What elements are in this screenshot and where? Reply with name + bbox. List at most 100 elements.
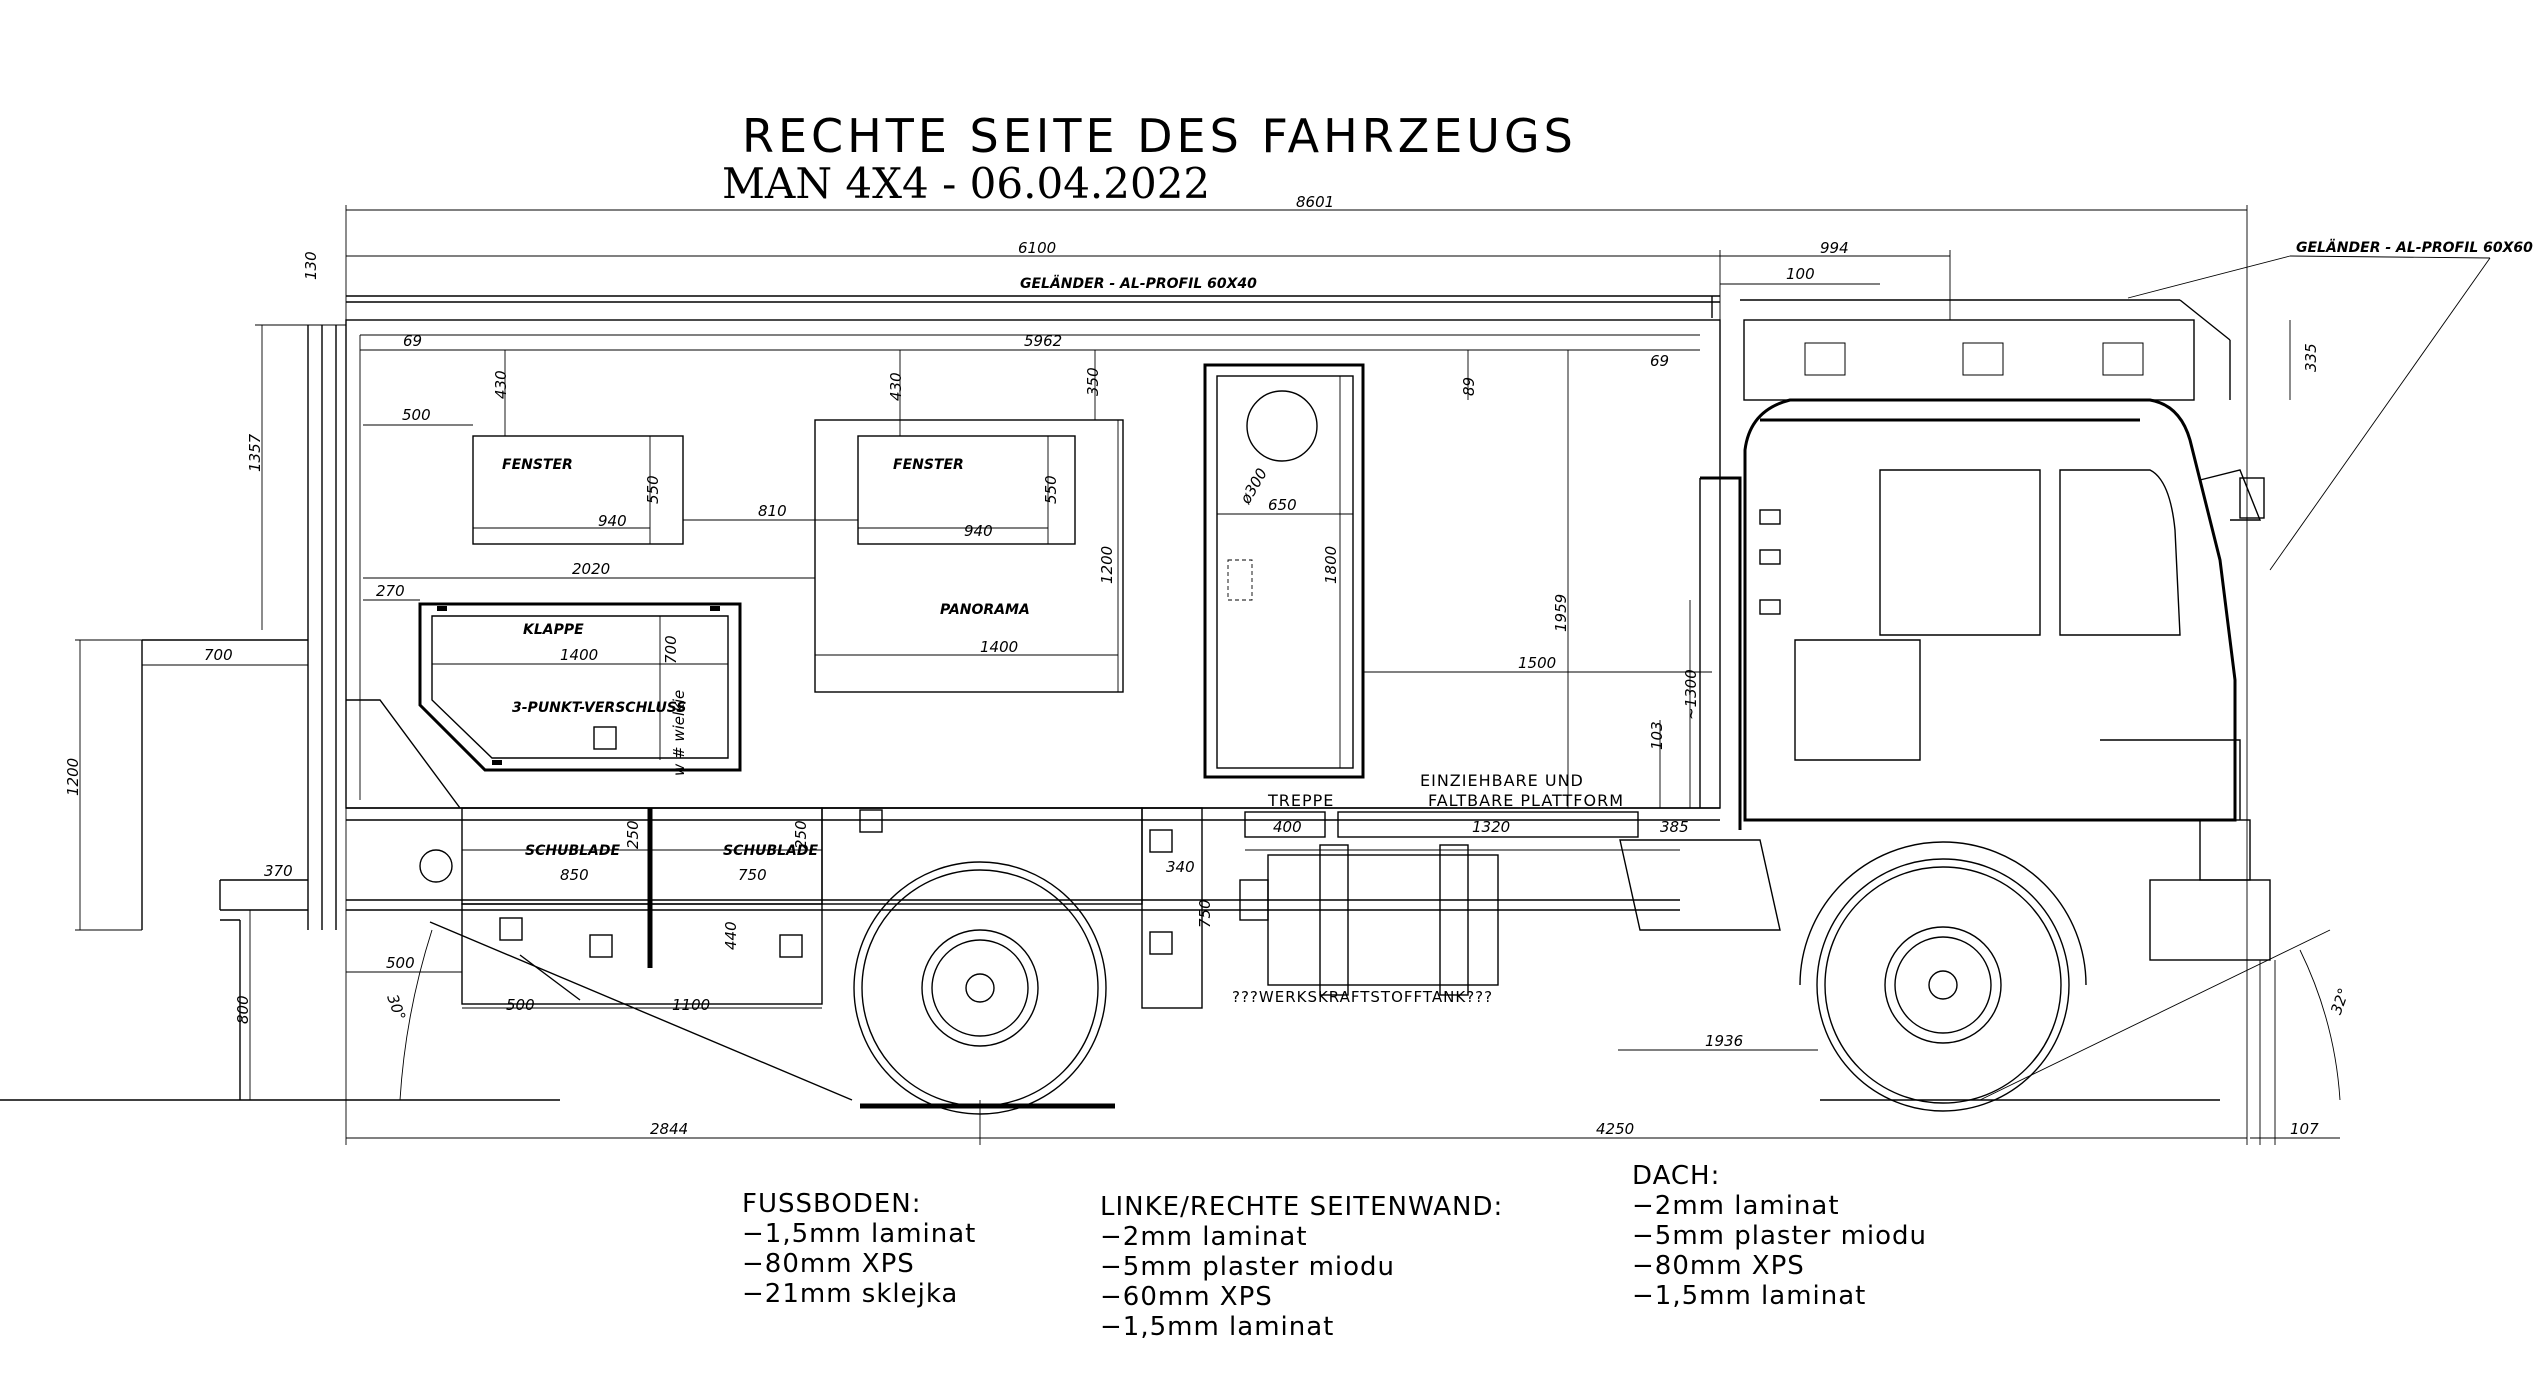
dim-window-gap: 810 xyxy=(758,502,787,520)
dim-angle-front: 32° xyxy=(2327,986,2353,1017)
dim-cab-front: 994 xyxy=(1820,239,1849,257)
dim-drawer-750: 750 xyxy=(738,866,767,884)
window-1 xyxy=(363,350,684,545)
notes-floor: FUSSBODEN: −1,5mm laminat −80mm XPS −21m… xyxy=(742,1189,976,1309)
notes-floor-line-3: −21mm sklejka xyxy=(742,1279,958,1309)
dim-span-270: 270 xyxy=(376,582,405,600)
panorama-window xyxy=(814,350,1124,693)
notes-walls-heading: LINKE/RECHTE SEITENWAND: xyxy=(1100,1192,1503,1222)
dim-front-107: 107 xyxy=(2290,1120,2319,1138)
dim-box-500: 500 xyxy=(506,996,535,1014)
dim-box-1100: 1100 xyxy=(672,996,710,1014)
label-tank: ???WERKSKRAFTSTOFFTANK??? xyxy=(1232,988,1493,1006)
label-platform-2: FALTBARE PLATTFORM xyxy=(1428,791,1624,810)
dim-box-340: 340 xyxy=(1166,858,1195,876)
label-drawer-1: SCHUBLADE xyxy=(525,843,620,859)
dim-cab-offset: 100 xyxy=(1786,265,1815,283)
dim-385: 385 xyxy=(1660,818,1689,836)
front-wheel xyxy=(1799,841,2220,1112)
steps-treppe xyxy=(1244,811,1680,851)
dim-left-1357: 1357 xyxy=(246,433,264,472)
dim-side-500: 500 xyxy=(386,954,415,972)
rear-extension xyxy=(0,324,560,1101)
dim-pano-height: 1200 xyxy=(1098,546,1116,584)
dim-height-103: 103 xyxy=(1648,721,1666,750)
notes-walls: LINKE/RECHTE SEITENWAND: −2mm laminat −5… xyxy=(1100,1192,1503,1342)
dim-width-1500: 1500 xyxy=(1518,654,1556,672)
truck-cab xyxy=(1619,398,2271,961)
drawing-subtitle: MAN 4X4 - 06.04.2022 xyxy=(722,159,1210,208)
notes-floor-line-1: −1,5mm laminat xyxy=(742,1219,976,1249)
dim-body-length: 6100 xyxy=(1018,239,1056,257)
dim-wheelbase-rear: 2844 xyxy=(650,1120,688,1138)
label-rail-body: GELÄNDER - AL-PROFIL 60X40 xyxy=(1020,275,1257,292)
dim-win1-height: 550 xyxy=(644,475,662,504)
dim-box-750: 750 xyxy=(1196,899,1214,928)
label-tv-hint: w # wielkie xyxy=(670,690,688,776)
label-drawer-2: SCHUBLADE xyxy=(723,843,818,859)
notes-roof-heading: DACH: xyxy=(1632,1161,1720,1191)
dim-door-width: 650 xyxy=(1268,496,1297,514)
notes-walls-line-3: −60mm XPS xyxy=(1100,1282,1273,1312)
flap-klappe xyxy=(418,602,742,772)
dim-height-1959: 1959 xyxy=(1552,594,1570,632)
dim-top-offset-3: 350 xyxy=(1084,367,1102,396)
dim-drawer-250b: 250 xyxy=(792,820,810,849)
dim-door-height: 1800 xyxy=(1322,546,1340,584)
dim-ext-700: 700 xyxy=(204,646,233,664)
dim-flap-width: 1400 xyxy=(560,646,598,664)
dim-win1-width: 940 xyxy=(598,512,627,530)
dim-total-length: 8601 xyxy=(1296,193,1334,211)
dim-drawer-850: 850 xyxy=(560,866,589,884)
body-rail xyxy=(346,295,1720,318)
dim-pano-width: 1400 xyxy=(980,638,1018,656)
dim-roof-335: 335 xyxy=(2302,343,2320,372)
dim-box-440: 440 xyxy=(722,921,740,950)
fuel-tank xyxy=(1239,844,1499,996)
dim-inner-left: 69 xyxy=(403,332,422,350)
dim-top-offset-1: 430 xyxy=(492,370,510,399)
notes-walls-line-4: −1,5mm laminat xyxy=(1100,1312,1334,1342)
notes-roof-line-4: −1,5mm laminat xyxy=(1632,1281,1866,1311)
label-window-1: FENSTER xyxy=(502,457,573,473)
dim-span-2020: 2020 xyxy=(572,560,610,578)
dim-win1-left: 500 xyxy=(402,406,431,424)
dim-rail-height: 130 xyxy=(302,251,320,280)
wheelbase-dimensions xyxy=(346,929,2341,1145)
dim-top-offset-4: 89 xyxy=(1460,377,1478,396)
dim-approx-1300: ~1300 xyxy=(1682,669,1700,720)
living-box xyxy=(345,319,1721,821)
dim-inner-right: 69 xyxy=(1650,352,1669,370)
notes-walls-line-1: −2mm laminat xyxy=(1100,1222,1308,1252)
notes-roof: DACH: −2mm laminat −5mm plaster miodu −8… xyxy=(1632,1161,1927,1311)
dim-1936: 1936 xyxy=(1705,1032,1743,1050)
label-platform-1: EINZIEHBARE UND xyxy=(1420,771,1584,790)
dim-win2-width: 940 xyxy=(964,522,993,540)
underbody-storage xyxy=(346,807,1680,1101)
label-stairs: TREPPE xyxy=(1267,791,1334,810)
dim-wheelbase: 4250 xyxy=(1596,1120,1634,1138)
notes-roof-line-2: −5mm plaster miodu xyxy=(1632,1221,1927,1251)
label-window-2: FENSTER xyxy=(893,457,964,473)
notes-walls-line-2: −5mm plaster miodu xyxy=(1100,1252,1395,1282)
notes-roof-line-3: −80mm XPS xyxy=(1632,1251,1805,1281)
label-panorama: PANORAMA xyxy=(940,602,1030,618)
dim-door-circle: ø300 xyxy=(1236,465,1271,508)
dim-win2-height: 550 xyxy=(1042,475,1060,504)
notes-floor-heading: FUSSBODEN: xyxy=(742,1189,922,1219)
cab-roof-rack xyxy=(1740,299,2231,401)
dim-angle-rear: 30° xyxy=(383,992,409,1023)
label-flap: KLAPPE xyxy=(523,622,584,638)
dim-step-400: 400 xyxy=(1273,818,1302,836)
drawing-title: RECHTE SEITE DES FAHRZEUGS xyxy=(742,109,1577,163)
notes-roof-line-1: −2mm laminat xyxy=(1632,1191,1840,1221)
window-2 xyxy=(857,350,1076,545)
entry-door xyxy=(1203,363,1365,779)
dim-drawer-250a: 250 xyxy=(624,820,642,849)
notes-floor-line-2: −80mm XPS xyxy=(742,1249,915,1279)
label-rail-cab: GELÄNDER - AL-PROFIL 60X60 xyxy=(2296,239,2533,256)
dim-flap-height: 700 xyxy=(662,635,680,664)
dim-inner-length: 5962 xyxy=(1024,332,1062,350)
dim-step-1320: 1320 xyxy=(1472,818,1510,836)
